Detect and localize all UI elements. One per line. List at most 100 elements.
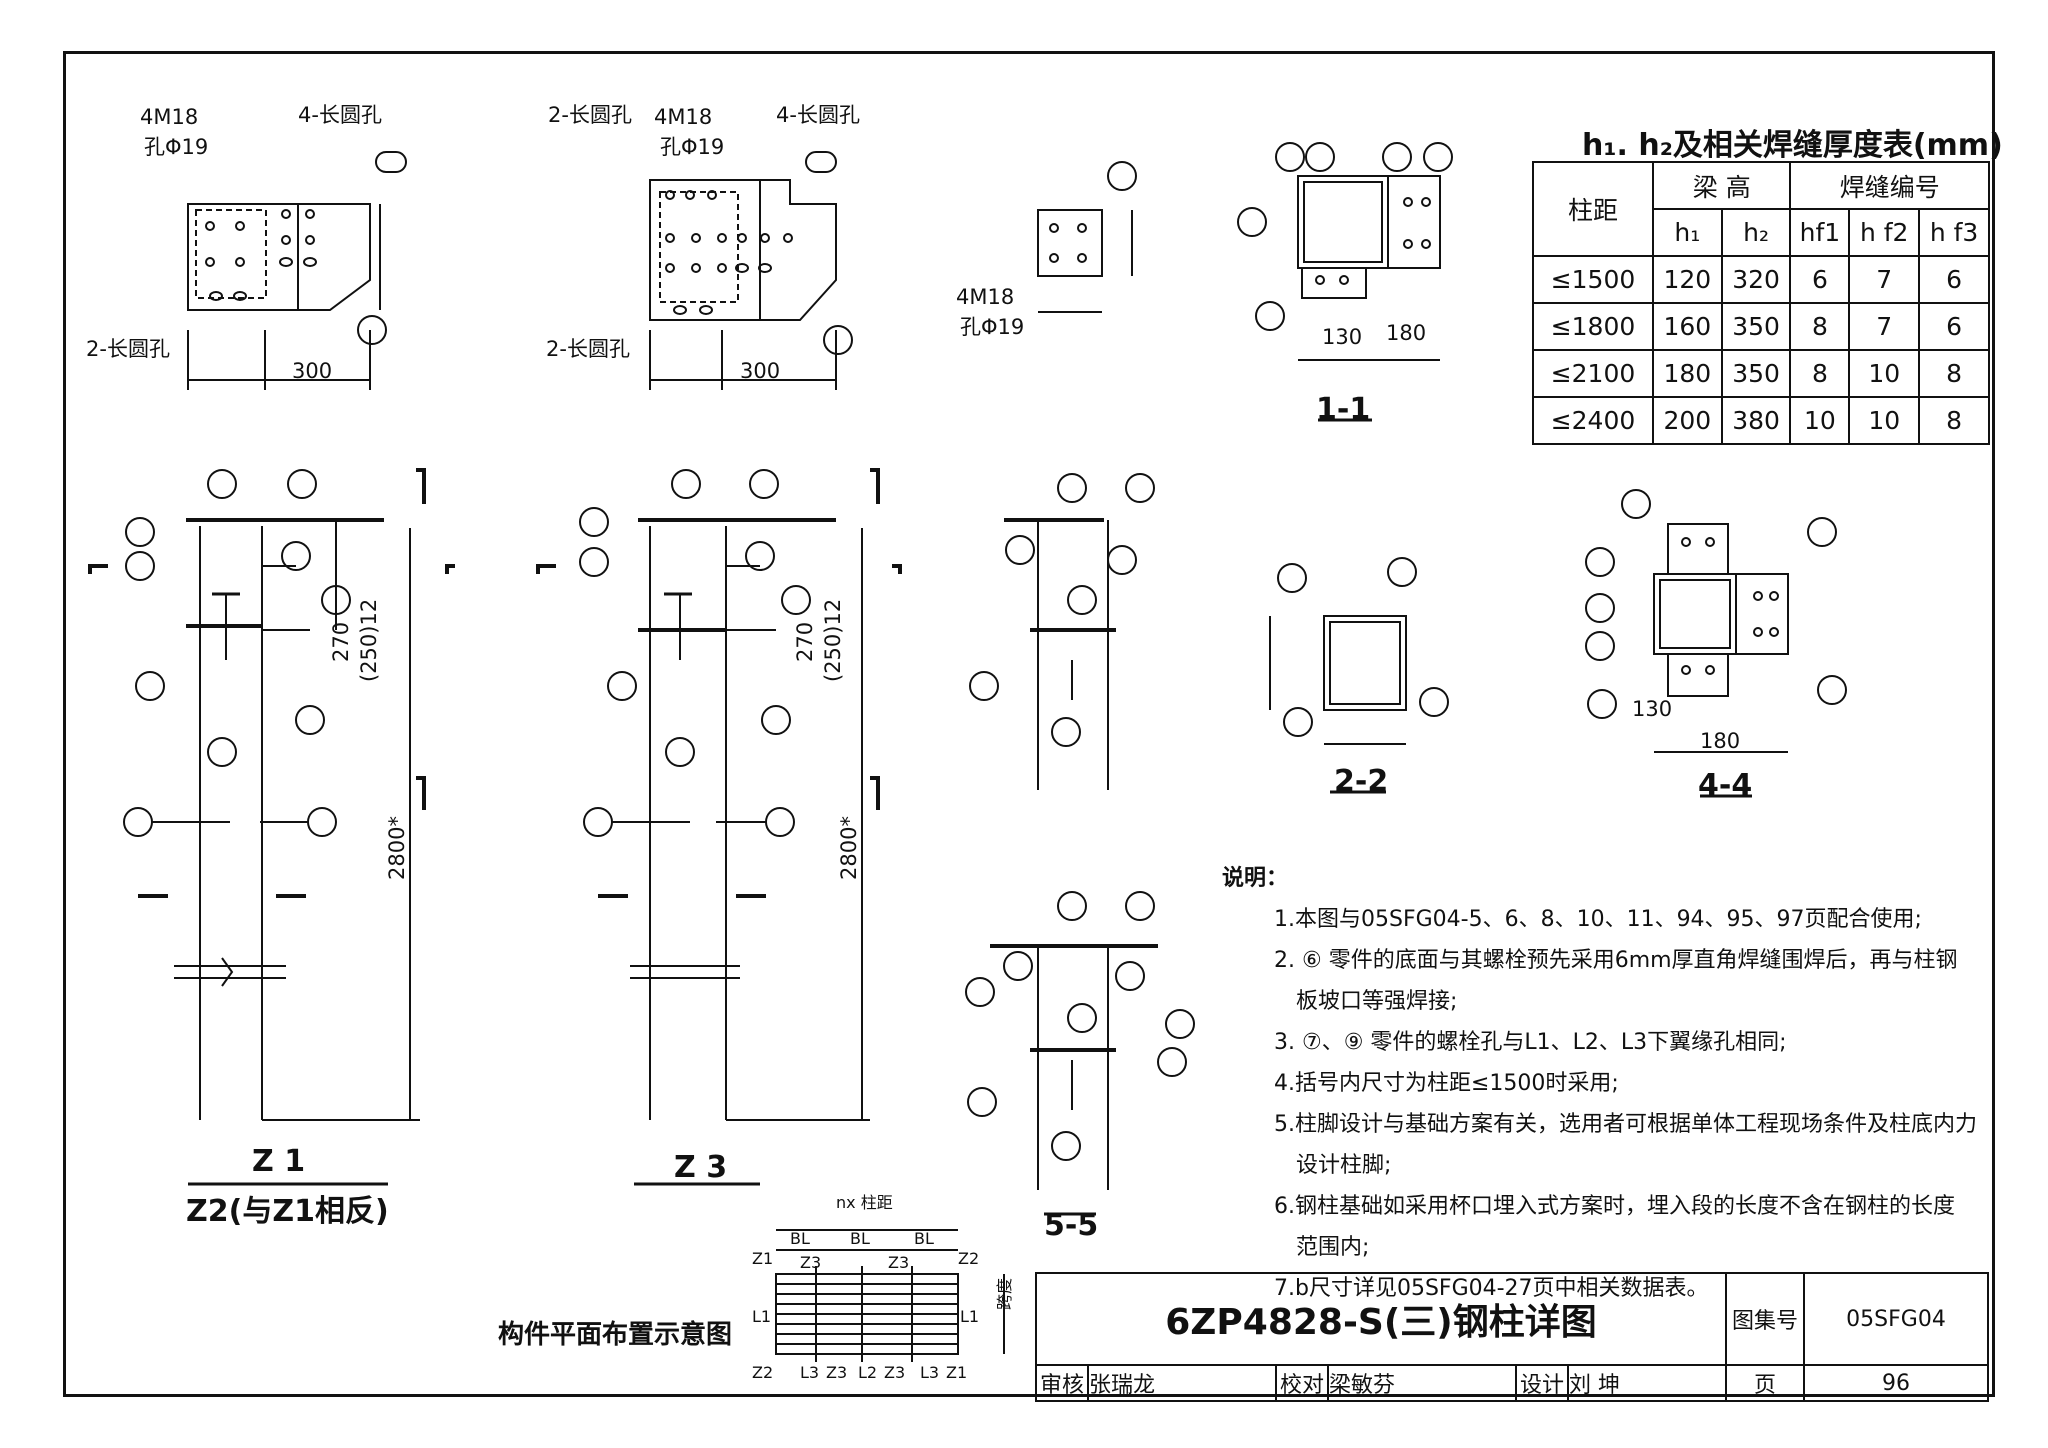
layout-z2-bot: Z2 xyxy=(752,1363,773,1382)
layout-l3-bot-b: L3 xyxy=(920,1363,939,1382)
cell: 350 xyxy=(1720,302,1792,351)
caption-z3: Z 3 xyxy=(674,1150,728,1185)
layout-span: 跨度 xyxy=(995,1278,1014,1310)
reviewer-name: 张瑞龙 xyxy=(1087,1364,1277,1402)
section-4-4 xyxy=(1585,489,1847,798)
notes-heading: 说明： xyxy=(1222,866,1289,891)
cell: 6 xyxy=(1789,255,1851,304)
layout-bl-3: BL xyxy=(914,1229,934,1248)
review-label: 审核 xyxy=(1035,1364,1089,1402)
col-span-header: 柱距 xyxy=(1532,161,1654,257)
atlas-number: 05SFG04 xyxy=(1803,1272,1989,1366)
notes-block: 说明： 1.本图与05SFG04-5、6、8、10、11、94、95、97页配合… xyxy=(1222,858,1982,1309)
caption-z2: Z2(与Z1相反) xyxy=(186,1194,389,1229)
layout-l3-bot-a: L3 xyxy=(800,1363,819,1382)
note-item: 3. ⑦、⑨ 零件的螺栓孔与L1、L2、L3下翼缘孔相同; xyxy=(1274,1030,1787,1055)
plate-detail-z1 xyxy=(187,151,407,390)
hole-label-z1: 孔Φ19 xyxy=(144,135,208,159)
slot2-label-z3: 2-长圆孔 xyxy=(546,337,630,361)
page-number: 96 xyxy=(1803,1364,1989,1402)
caption-1-1: 1-1 xyxy=(1316,392,1371,427)
cell: 10 xyxy=(1848,396,1921,445)
cell: ≤2400 xyxy=(1532,396,1654,445)
cell: 160 xyxy=(1652,302,1723,351)
layout-nx-label: nx 柱距 xyxy=(836,1193,893,1212)
dim-270-z3: 270 xyxy=(793,622,817,662)
col-beam-header: 梁 高 xyxy=(1651,161,1792,210)
cell: 200 xyxy=(1652,396,1723,445)
slot2-label-z3-top: 2-长圆孔 xyxy=(548,103,632,127)
col-weld-header: 焊缝编号 xyxy=(1789,161,1990,210)
column-z1 xyxy=(88,468,455,1186)
hole-label-z3: 孔Φ19 xyxy=(660,135,724,159)
checker-name: 梁敏芬 xyxy=(1327,1364,1517,1402)
cell: 350 xyxy=(1720,349,1792,398)
note-item: 1.本图与05SFG04-5、6、8、10、11、94、95、97页配合使用; xyxy=(1274,907,1922,932)
column-z3 xyxy=(536,468,902,1186)
dim-250-z3: (250)12 xyxy=(821,599,845,682)
hole-label-p6: 孔Φ19 xyxy=(960,315,1024,339)
cell: 8 xyxy=(1918,349,1990,398)
layout-z3-top-a: Z3 xyxy=(800,1253,821,1272)
cell: 6 xyxy=(1918,255,1990,304)
section-5-5 xyxy=(965,891,1195,1216)
note-item: 4.括号内尺寸为柱距≤1500时采用; xyxy=(1274,1071,1619,1096)
cell: 180 xyxy=(1652,349,1723,398)
dim-130-s44: 130 xyxy=(1632,697,1672,721)
layout-schematic xyxy=(775,1229,1005,1362)
slot4-label-z3: 4-长圆孔 xyxy=(776,103,860,127)
cell: ≤2100 xyxy=(1532,349,1654,398)
sub-h1: h₁ xyxy=(1652,208,1723,257)
dim-180-s44: 180 xyxy=(1700,729,1740,753)
bolt-label-z3: 4M18 xyxy=(654,105,712,129)
cell: 10 xyxy=(1789,396,1851,445)
dim-270-z1: 270 xyxy=(329,622,353,662)
dim-300-z1: 300 xyxy=(292,359,332,383)
cell: ≤1500 xyxy=(1532,255,1654,304)
layout-z1-top: Z1 xyxy=(752,1249,773,1268)
title-block: 6ZP4828-S(三)钢柱详图 图集号 05SFG04 审核 张瑞龙 校对 梁… xyxy=(1035,1272,1989,1402)
layout-z2-top: Z2 xyxy=(958,1249,979,1268)
cell: 7 xyxy=(1848,302,1921,351)
layout-l2-bot: L2 xyxy=(858,1363,877,1382)
slot2-label-z1: 2-长圆孔 xyxy=(86,337,170,361)
sub-hf2: h f2 xyxy=(1848,208,1921,257)
dim-300-z3: 300 xyxy=(740,359,780,383)
slot4-label-z1: 4-长圆孔 xyxy=(298,103,382,127)
layout-l1-left: L1 xyxy=(752,1307,771,1326)
part6-plate xyxy=(1037,161,1137,313)
cell: 8 xyxy=(1789,349,1851,398)
caption-5-5: 5-5 xyxy=(1044,1208,1099,1243)
layout-bl-1: BL xyxy=(790,1229,810,1248)
cell: 8 xyxy=(1789,302,1851,351)
cell: 7 xyxy=(1848,255,1921,304)
plate-detail-z3 xyxy=(649,151,853,390)
cell: 6 xyxy=(1918,302,1990,351)
layout-z3-top-b: Z3 xyxy=(888,1253,909,1272)
dim-250-z1: (250)12 xyxy=(357,599,381,682)
cell: 320 xyxy=(1720,255,1792,304)
dim-180-s11: 180 xyxy=(1386,321,1426,345)
cell: 120 xyxy=(1652,255,1723,304)
sub-hf1: hf1 xyxy=(1789,208,1851,257)
dim-2800-z1: 2800* xyxy=(385,816,409,880)
atlas-label: 图集号 xyxy=(1725,1272,1805,1366)
section-3-3 xyxy=(969,473,1155,790)
note-item: 范围内; xyxy=(1296,1235,1370,1260)
dim-130-s11: 130 xyxy=(1322,325,1362,349)
caption-4-4: 4-4 xyxy=(1698,768,1753,803)
sub-h2: h₂ xyxy=(1720,208,1792,257)
designer-name: 刘 坤 xyxy=(1567,1364,1727,1402)
section-1-1 xyxy=(1237,142,1453,422)
note-item: 设计柱脚; xyxy=(1296,1153,1392,1178)
layout-z1-bot: Z1 xyxy=(946,1363,967,1382)
note-item: 2. ⑥ 零件的底面与其螺栓预先采用6mm厚直角焊缝围焊后，再与柱钢 xyxy=(1274,948,1958,973)
cell: 10 xyxy=(1848,349,1921,398)
check-label: 校对 xyxy=(1275,1364,1329,1402)
design-label: 设计 xyxy=(1515,1364,1569,1402)
drawing-frame xyxy=(63,51,1995,1397)
